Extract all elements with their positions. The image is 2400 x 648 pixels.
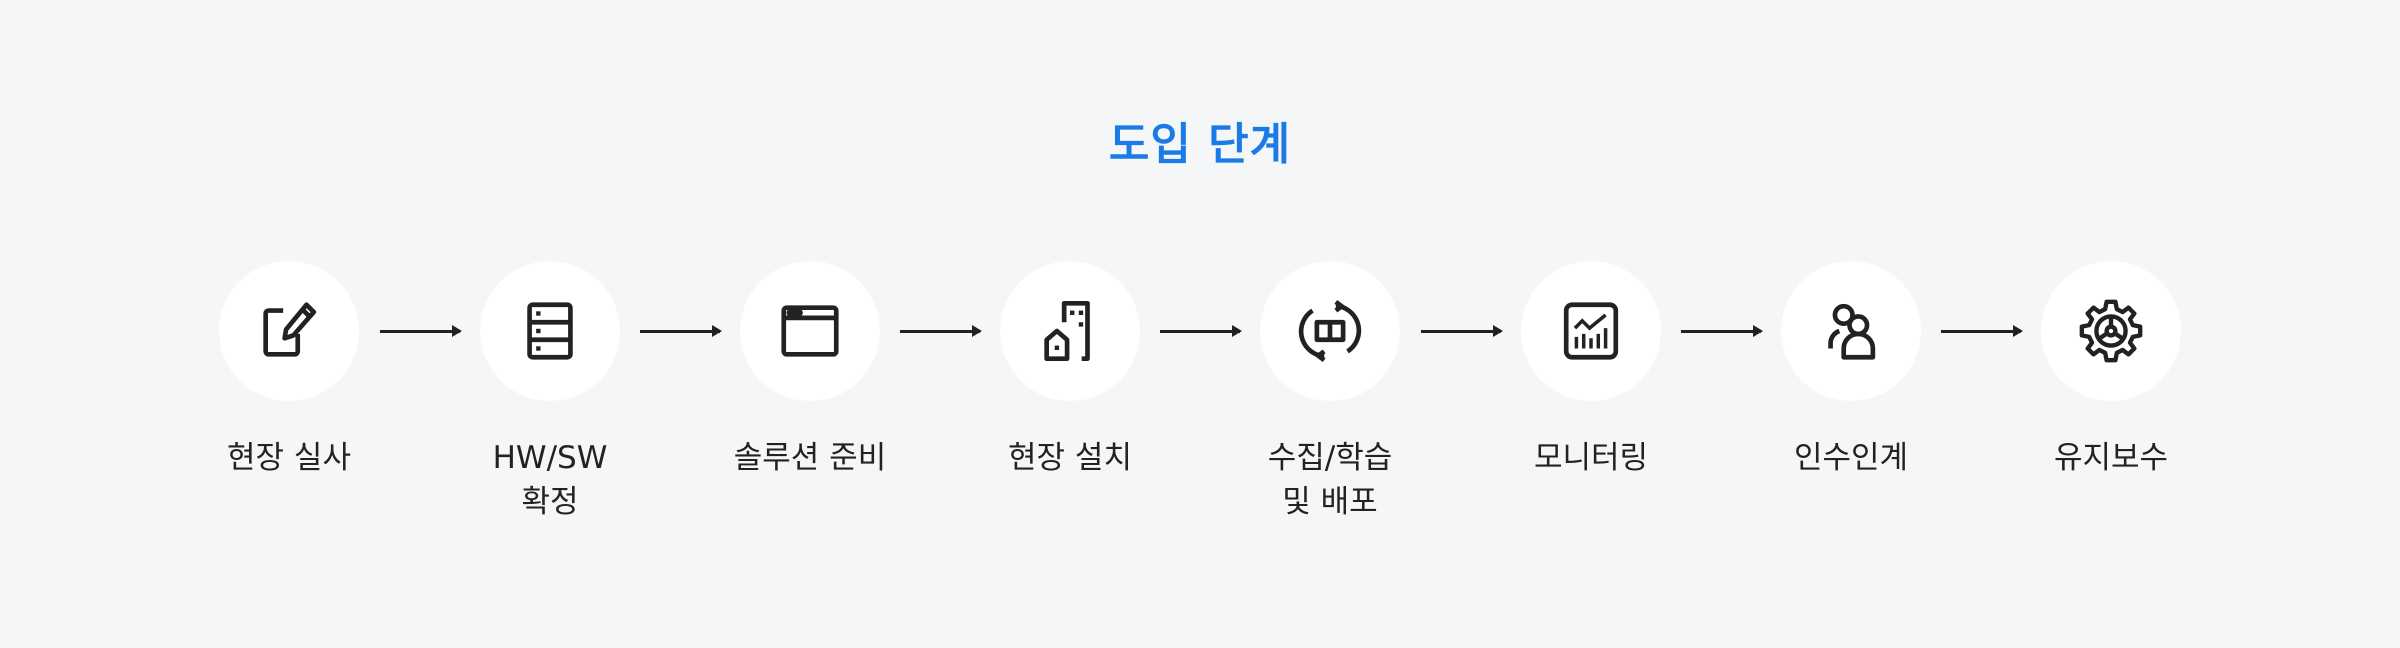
building-icon <box>1044 300 1090 362</box>
users-icon <box>1828 303 1876 360</box>
step-monitoring: 모니터링 <box>1461 261 1721 476</box>
step-site-survey: 현장 실사 <box>159 261 419 476</box>
arrow-icon <box>380 325 462 337</box>
arrow-icon <box>1160 325 1242 337</box>
arrow-icon <box>900 325 982 337</box>
step-circle <box>1781 261 1921 401</box>
step-hw-sw: HW/SW 확정 <box>420 261 680 520</box>
step-circle <box>2041 261 2181 401</box>
arrow-icon <box>1421 325 1503 337</box>
edit-icon <box>263 302 317 357</box>
step-label: 모니터링 <box>1533 440 1649 476</box>
browser-window-icon <box>781 305 839 357</box>
step-circle <box>1521 261 1661 401</box>
step-circle <box>1260 261 1400 401</box>
step-label: 수집/학습 및 배포 <box>1267 440 1393 520</box>
step-circle <box>480 261 620 401</box>
server-icon <box>527 302 573 360</box>
step-label: 솔루션 준비 <box>733 440 887 476</box>
step-maintenance: 유지보수 <box>1981 261 2241 476</box>
step-circle <box>740 261 880 401</box>
arrow-icon <box>1681 325 1763 337</box>
arrow-icon <box>640 325 722 337</box>
step-site-install: 현장 설치 <box>940 261 1200 476</box>
page-title: 도입 단계 <box>1108 119 1292 170</box>
step-solution-prep: 솔루션 준비 <box>680 261 940 476</box>
chart-monitor-icon <box>1563 302 1619 360</box>
gear-icon <box>2079 299 2143 363</box>
step-collect-train-deploy: 수집/학습 및 배포 <box>1200 261 1460 520</box>
step-circle <box>1000 261 1140 401</box>
step-circle <box>219 261 359 401</box>
arrow-icon <box>1941 325 2023 337</box>
step-handover: 인수인계 <box>1721 261 1981 476</box>
step-label: 현장 실사 <box>227 440 351 476</box>
step-label: HW/SW 확정 <box>492 440 608 520</box>
step-label: 현장 설치 <box>1008 440 1132 476</box>
step-label: 유지보수 <box>2053 440 2169 476</box>
book-cycle-icon <box>1298 299 1362 363</box>
step-label: 인수인계 <box>1793 440 1909 476</box>
